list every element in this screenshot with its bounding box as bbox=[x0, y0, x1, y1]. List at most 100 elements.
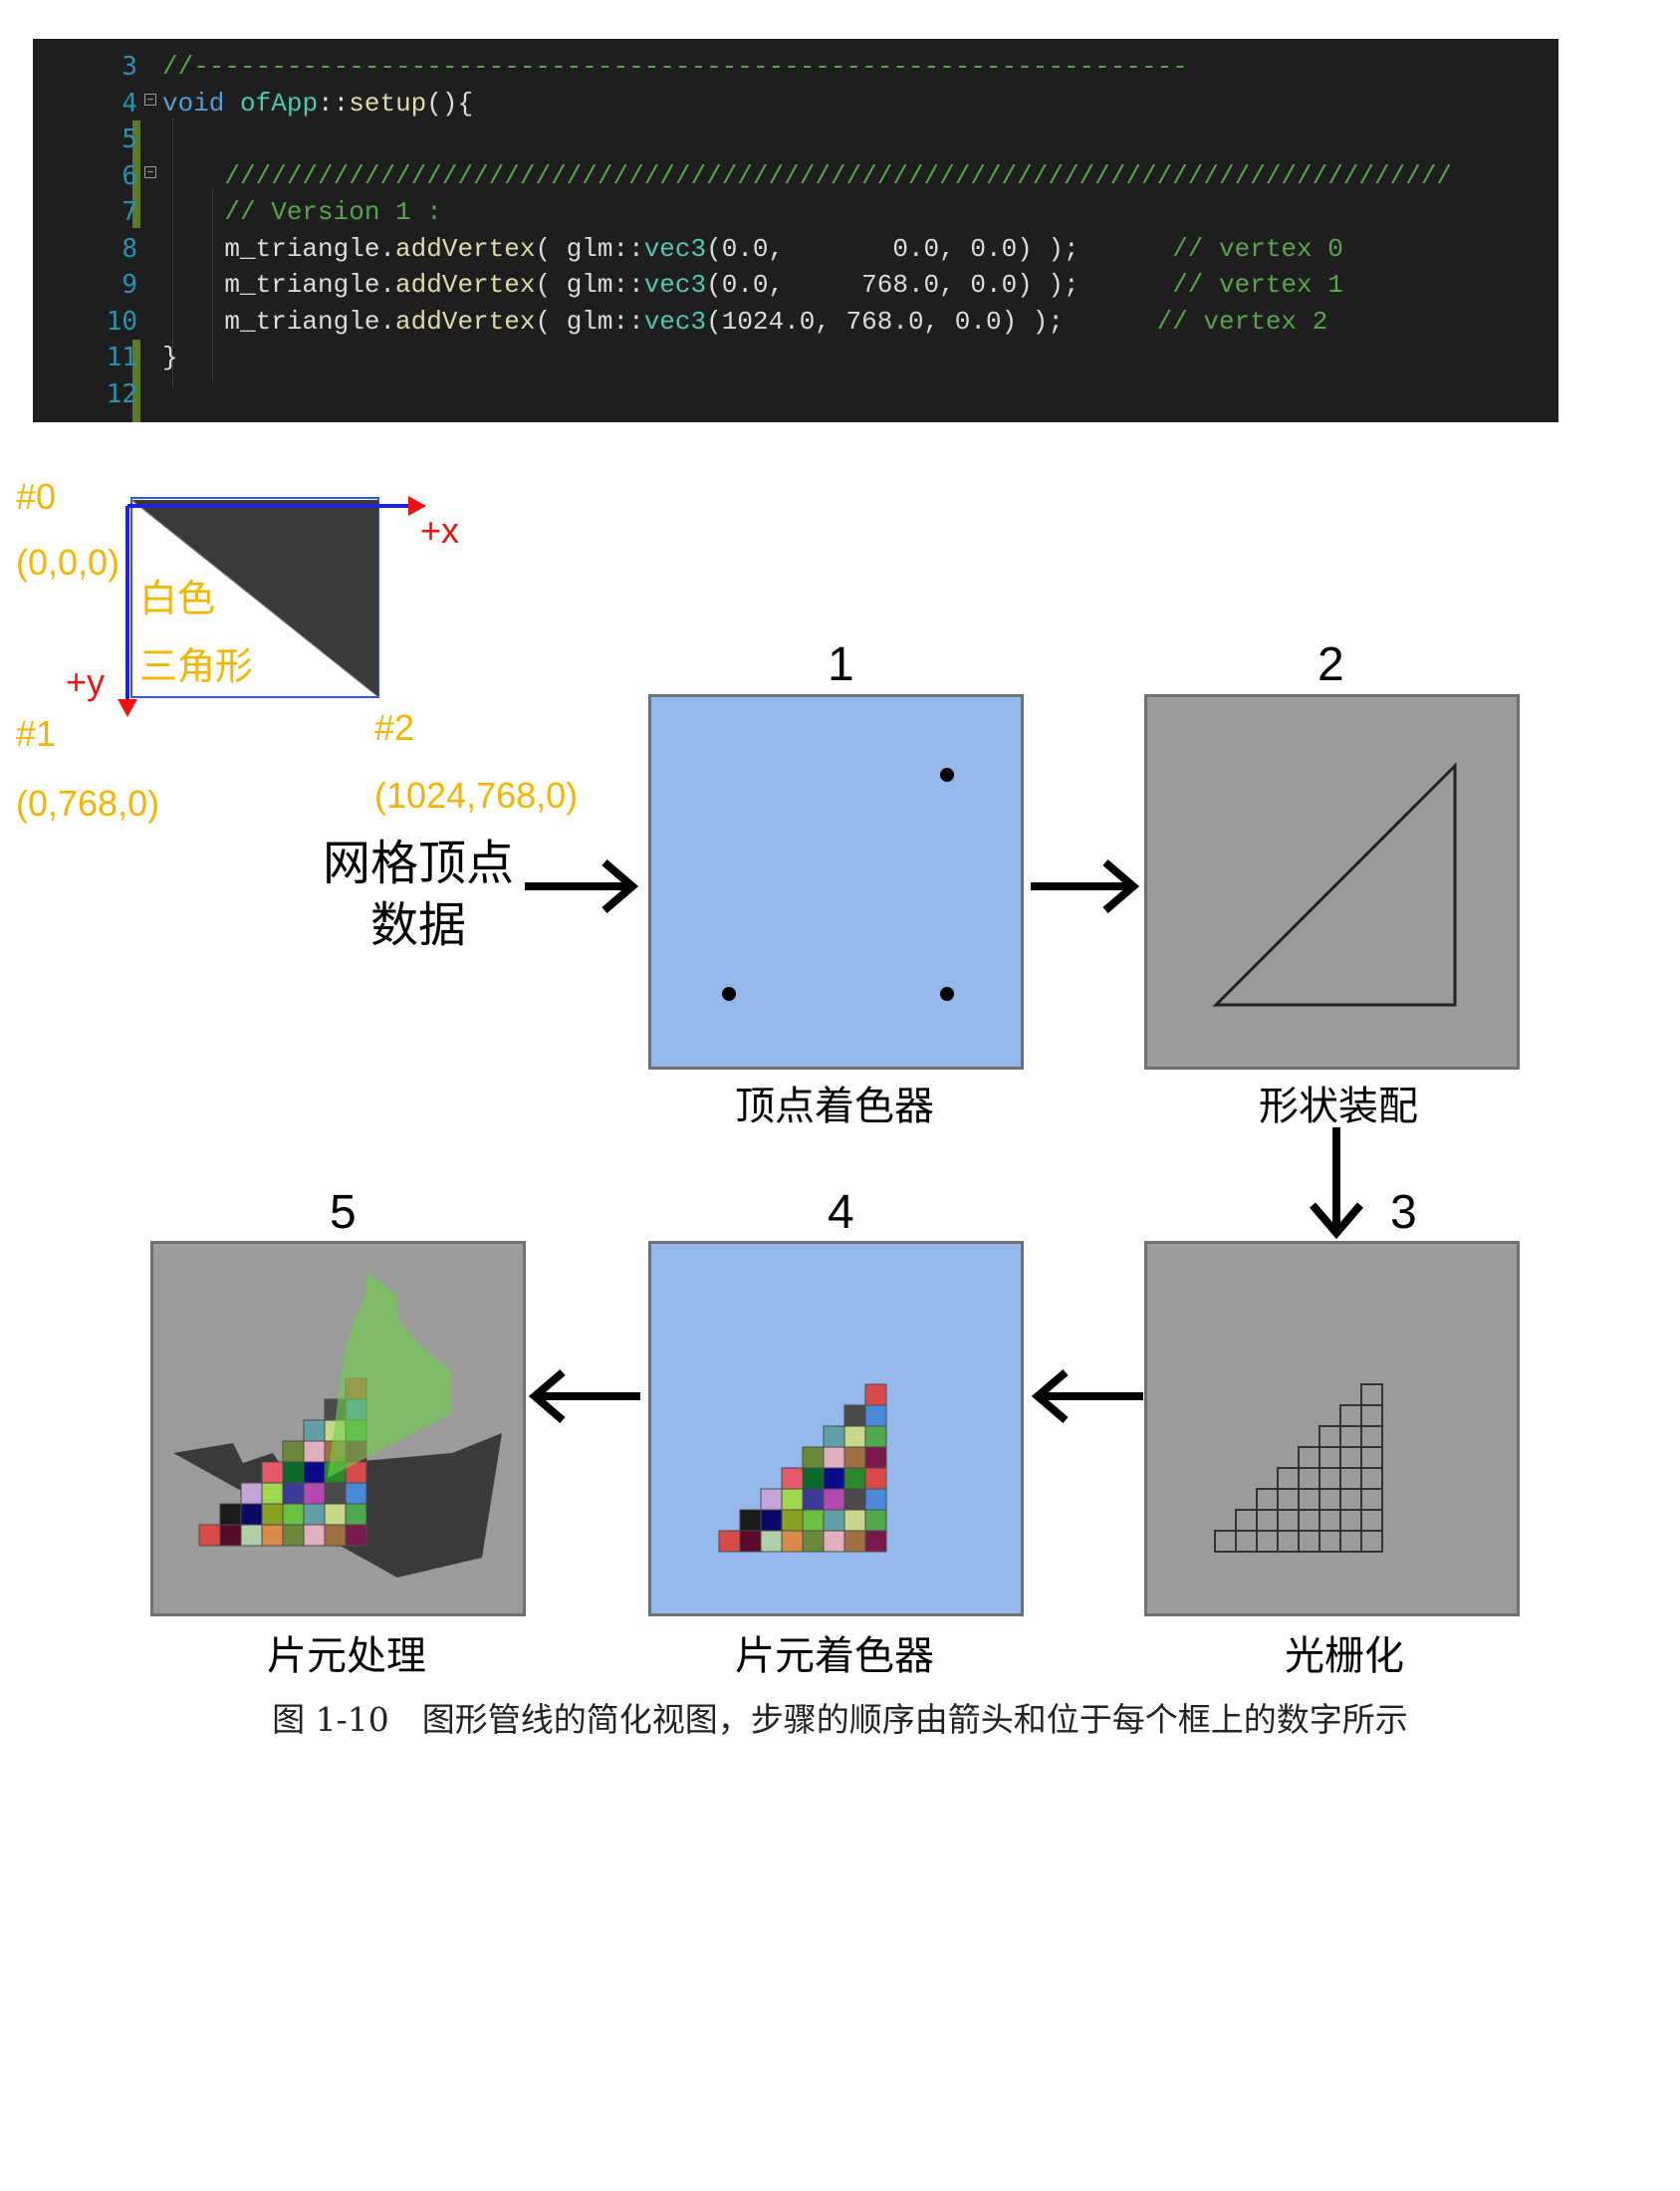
rasterization-panel bbox=[1144, 1241, 1520, 1616]
vertex-point bbox=[940, 987, 954, 1001]
code-line[interactable]: m_triangle.addVertex( glm::vec3(0.0, 768… bbox=[162, 270, 1343, 300]
fragment-cell bbox=[345, 1524, 367, 1547]
change-bar bbox=[132, 340, 140, 422]
line-number: 3 bbox=[121, 52, 137, 82]
raster-cell bbox=[1235, 1530, 1258, 1553]
fragment-cell bbox=[718, 1530, 741, 1553]
raster-cell bbox=[1298, 1488, 1320, 1511]
line-number: 9 bbox=[121, 270, 137, 300]
raster-cell bbox=[1339, 1467, 1362, 1490]
fragment-cell bbox=[864, 1488, 887, 1511]
fragment-cell bbox=[864, 1467, 887, 1490]
line-number: 8 bbox=[121, 233, 137, 264]
fragment-cell bbox=[781, 1488, 804, 1511]
fragment-cell bbox=[739, 1509, 762, 1532]
fragment-cell bbox=[240, 1503, 263, 1526]
change-bar bbox=[132, 121, 140, 228]
vertex-point bbox=[722, 987, 736, 1001]
fragment-cell bbox=[843, 1404, 866, 1427]
raster-cell bbox=[1339, 1404, 1362, 1427]
line-number: 11 bbox=[106, 343, 137, 372]
raster-cell bbox=[1319, 1509, 1341, 1532]
fragment-cell bbox=[864, 1446, 887, 1469]
fragment-shader-panel bbox=[648, 1241, 1024, 1616]
fragment-cell bbox=[324, 1482, 347, 1505]
fragment-cell bbox=[802, 1488, 825, 1511]
raster-cell bbox=[1360, 1488, 1383, 1511]
vertex-shader-panel bbox=[648, 694, 1024, 1070]
arrow-2-to-3 bbox=[1309, 1127, 1364, 1240]
raster-cell bbox=[1360, 1446, 1383, 1469]
fragment-cell bbox=[760, 1509, 783, 1532]
arrow-4-to-5 bbox=[528, 1368, 640, 1424]
code-line[interactable]: // Version 1 : bbox=[224, 197, 442, 227]
fragment-cell bbox=[864, 1383, 887, 1406]
fragment-cell bbox=[324, 1524, 347, 1547]
arrow-input-to-1 bbox=[525, 858, 639, 914]
raster-cell bbox=[1339, 1488, 1362, 1511]
fragment-cell bbox=[843, 1488, 866, 1511]
fragment-cell bbox=[823, 1530, 845, 1553]
code-line[interactable]: } bbox=[162, 343, 178, 372]
fragment-cell bbox=[864, 1530, 887, 1553]
raster-cell bbox=[1277, 1509, 1300, 1532]
vertex-0-label: #0 bbox=[16, 476, 57, 517]
fragment-cell bbox=[303, 1440, 326, 1463]
fragment-cell bbox=[864, 1404, 887, 1427]
fragment-cell bbox=[802, 1509, 825, 1532]
code-line[interactable]: m_triangle.addVertex( glm::vec3(1024.0, … bbox=[162, 306, 1328, 337]
fold-toggle[interactable] bbox=[144, 94, 156, 106]
fold-toggle[interactable] bbox=[144, 166, 156, 178]
code-line[interactable]: m_triangle.addVertex( glm::vec3(0.0, 0.0… bbox=[162, 233, 1343, 264]
fragment-cell bbox=[261, 1461, 284, 1484]
step-3-number: 3 bbox=[1390, 1186, 1417, 1239]
fragment-cell bbox=[781, 1530, 804, 1553]
triangle-label-white: 白色 bbox=[139, 579, 216, 620]
step-2-number: 2 bbox=[1318, 638, 1344, 691]
assembled-triangle bbox=[1212, 762, 1457, 1007]
step-1-number: 1 bbox=[828, 638, 854, 691]
raster-cell bbox=[1339, 1509, 1362, 1532]
code-line[interactable]: ////////////////////////////////////////… bbox=[224, 160, 1453, 191]
fragment-cell bbox=[261, 1503, 284, 1526]
fragment-cell bbox=[282, 1503, 305, 1526]
fragment-cell bbox=[219, 1524, 242, 1547]
x-arrow-head bbox=[408, 496, 426, 516]
fragment-cell bbox=[303, 1524, 326, 1547]
fragment-cell bbox=[843, 1467, 866, 1490]
fragment-cell bbox=[843, 1530, 866, 1553]
fragment-cell bbox=[739, 1530, 762, 1553]
fragment-cell bbox=[843, 1509, 866, 1532]
fragment-cell bbox=[282, 1524, 305, 1547]
line-number: 6 bbox=[121, 160, 137, 191]
raster-cell bbox=[1235, 1509, 1258, 1532]
fragment-cell bbox=[864, 1509, 887, 1532]
step-1-caption: 顶点着色器 bbox=[735, 1084, 934, 1129]
line-number: 5 bbox=[121, 124, 137, 154]
raster-cell bbox=[1339, 1446, 1362, 1469]
raster-cell bbox=[1360, 1467, 1383, 1490]
raster-cell bbox=[1256, 1509, 1279, 1532]
fragment-cell bbox=[303, 1419, 326, 1442]
fragment-cell bbox=[240, 1524, 263, 1547]
raster-cell bbox=[1319, 1530, 1341, 1553]
arrow-1-to-2 bbox=[1031, 858, 1140, 914]
raster-cell bbox=[1298, 1509, 1320, 1532]
triangle-diagram bbox=[118, 496, 426, 717]
mesh-vertex-data-label: 网格顶点 数据 bbox=[299, 833, 538, 956]
line-number: 7 bbox=[121, 197, 137, 227]
raster-cell bbox=[1339, 1425, 1362, 1448]
code-line[interactable]: //--------------------------------------… bbox=[162, 52, 1188, 82]
raster-cell bbox=[1319, 1467, 1341, 1490]
raster-cell bbox=[1319, 1425, 1341, 1448]
fragment-cell bbox=[282, 1440, 305, 1463]
code-line[interactable]: void ofApp::setup(){ bbox=[162, 88, 474, 119]
step-3-caption: 光栅化 bbox=[1285, 1633, 1404, 1679]
fragment-cell bbox=[781, 1509, 804, 1532]
y-axis-label: +y bbox=[66, 661, 106, 702]
indent-guide bbox=[172, 119, 173, 387]
fragment-cell bbox=[823, 1467, 845, 1490]
fragment-cell bbox=[324, 1503, 347, 1526]
vertex-1-label: #1 bbox=[16, 713, 57, 754]
